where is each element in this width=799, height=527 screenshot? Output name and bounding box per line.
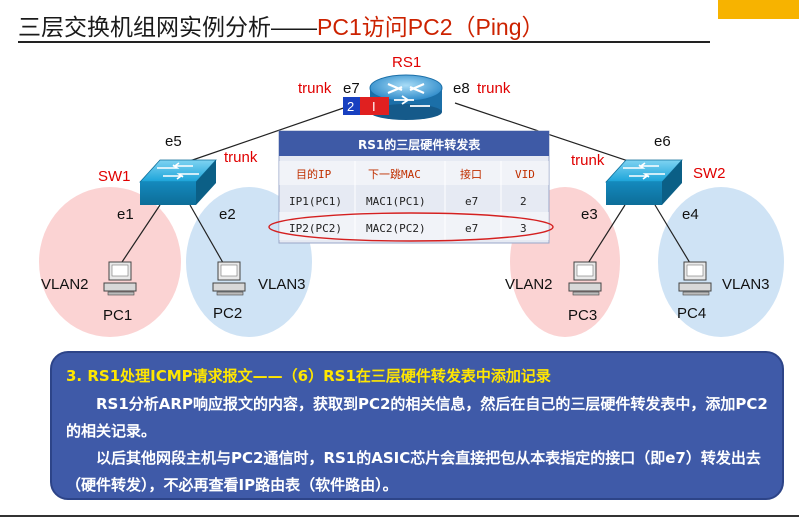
title-main: 三层交换机组网实例分析—— [18,14,317,40]
rs1-label: RS1 [392,54,421,71]
link-sw1-pc1 [117,204,161,269]
info-paragraph-1: RS1分析ARP响应报文的内容，获取到PC2的相关信息，然后在自己的三层硬件转发… [66,395,768,440]
sw1-label: SW1 [98,168,131,185]
pc1-computer-icon[interactable] [103,261,137,296]
trunk-label-e7: trunk [298,80,332,97]
pc3-label: PC3 [568,307,597,324]
info-heading: 3. RS1处理ICMP请求报文——（6）RS1在三层硬件转发表中添加记录 [66,367,551,385]
trunk-label-e8: trunk [477,80,511,97]
table-title: RS1的三层硬件转发表 [358,137,481,152]
trunk-label-e6: trunk [571,152,605,169]
vlan-tag-red-text: I [372,99,376,114]
link-rs1-sw1 [177,102,359,166]
pc1-vlan-label: VLAN2 [41,276,89,293]
table-cell-r1-iface: e7 [465,195,478,208]
table-header-next-hop-mac: 下一跳MAC [368,167,421,181]
pc1-label: PC1 [103,307,132,324]
switch-sw1[interactable] [139,159,217,205]
corner-accent-bar [718,0,799,19]
table-header-vid: VID [515,168,535,181]
link-sw1-pc2 [189,204,227,269]
trunk-label-e5: trunk [224,149,258,166]
table-cell-r1-vid: 2 [520,195,527,208]
table-cell-r2-mac: MAC2(PC2) [366,222,426,235]
table-cell-r1-mac: MAC1(PC1) [366,195,426,208]
info-panel: 3. RS1处理ICMP请求报文——（6）RS1在三层硬件转发表中添加记录 RS… [50,351,784,500]
pc4-computer-icon[interactable] [678,261,712,296]
port-e2-label: e2 [219,206,236,223]
port-e8-label: e8 [453,80,470,97]
switch-sw2[interactable] [605,159,683,205]
link-sw2-pc3 [584,204,626,269]
vlan-tag-red [360,97,389,115]
table-cell-r1-ip: IP1(PC1) [289,195,342,208]
pc3-computer-icon[interactable] [568,261,602,296]
sw2-label: SW2 [693,165,726,182]
forwarding-table [278,130,550,244]
info-paragraph-2: 以后其他网段主机与PC2通信时，RS1的ASIC芯片会直接把包从本表指定的接口（… [66,449,761,494]
pc4-vlan-label: VLAN3 [722,276,770,293]
link-sw2-pc4 [654,204,694,269]
title-accent: PC1访问PC2（Ping） [317,14,545,40]
port-e5-label: e5 [165,133,182,150]
vlan3-zone-right [658,187,784,337]
pc2-vlan-label: VLAN3 [258,276,306,293]
table-cell-r2-ip: IP2(PC2) [289,222,342,235]
pc4-label: PC4 [677,305,706,322]
slide-title: 三层交换机组网实例分析——PC1访问PC2（Ping） [18,8,545,42]
table-cell-r2-iface: e7 [465,222,478,235]
port-e3-label: e3 [581,206,598,223]
pc3-vlan-label: VLAN2 [505,276,553,293]
network-diagram: 2 I RS1 trunk e7 e8 trunk SW1 e5 trunk e… [39,54,784,337]
highlight-ellipse-pc2-row [268,212,554,242]
port-e6-label: e6 [654,133,671,150]
bottom-divider [0,515,799,517]
vlan-tag-blue [343,97,360,115]
port-e1-label: e1 [117,206,134,223]
vlan-tag-blue-text: 2 [347,99,354,114]
table-cell-r2-vid: 3 [520,222,527,235]
pc2-computer-icon[interactable] [212,261,246,296]
port-e4-label: e4 [682,206,699,223]
title-underline [18,41,710,43]
pc2-label: PC2 [213,305,242,322]
table-header-dest-ip: 目的IP [296,167,332,181]
table-header-interface: 接口 [460,168,482,181]
port-e7-label: e7 [343,80,360,97]
